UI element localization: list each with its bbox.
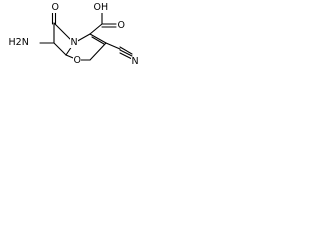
bond-nitrile-triple-a	[119, 46, 133, 55]
molecule-bonds	[39, 11, 133, 61]
amino-group-label: H2N	[8, 37, 30, 48]
oxo-oxygen-label: O	[51, 2, 60, 13]
bond-c3-nitrile-c	[105, 42, 121, 50]
bond-c3-c2	[89, 42, 107, 61]
carboxyl-oxygen-label: O	[117, 20, 126, 31]
ring-oxygen-label: O	[73, 55, 82, 66]
bond-nitrile-triple-b	[119, 49, 133, 57]
bond-c4-c3-b	[91, 36, 105, 45]
bond-c7-c6	[53, 42, 67, 56]
nitrile-nitrogen-label: N	[131, 56, 140, 67]
carboxyl-hydroxyl-label: OH	[93, 2, 109, 13]
ring-nitrogen-label: N	[70, 37, 79, 48]
bond-c4-carboxyl	[89, 23, 103, 35]
bond-nitrile-triple-c	[119, 52, 133, 60]
bond-c4-c3-a	[89, 33, 107, 44]
